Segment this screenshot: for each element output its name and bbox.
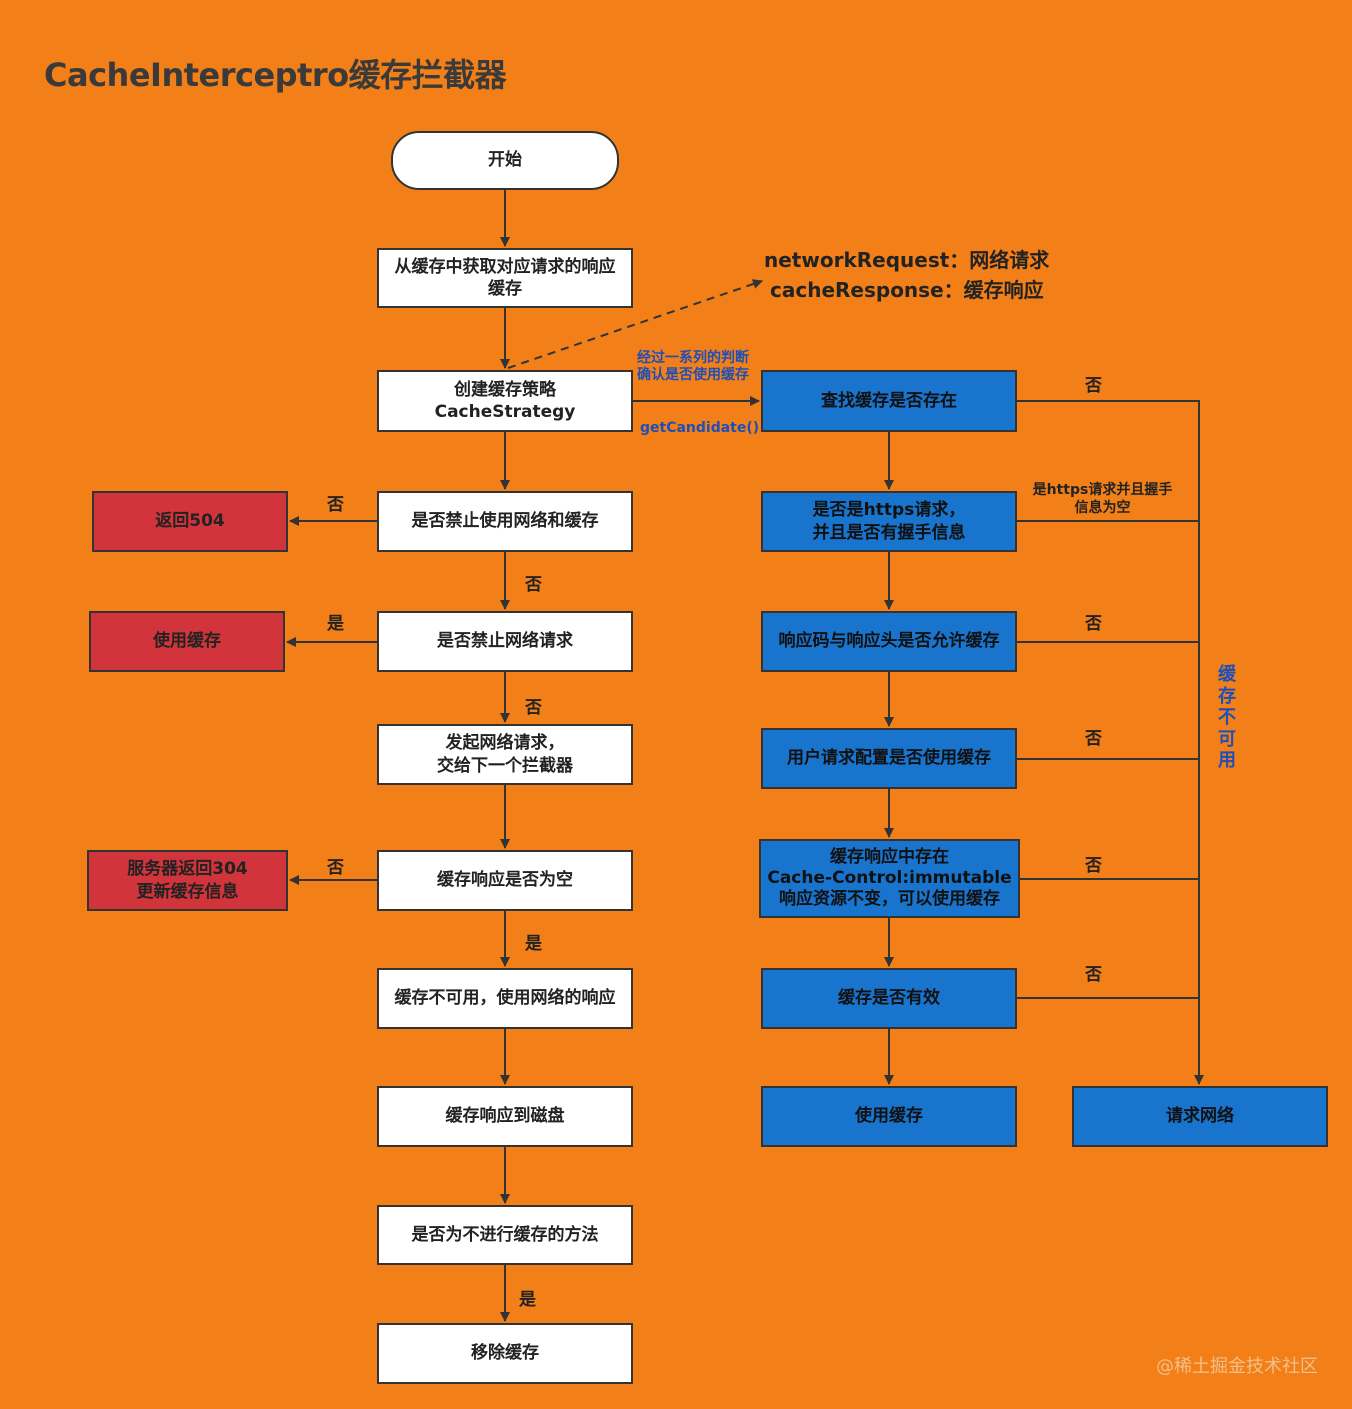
https-note: 是https请求并且握手 信息为空 bbox=[1032, 482, 1173, 516]
get-candidate-label: getCandidate() bbox=[640, 420, 760, 436]
https-check-node: 是否是https请求， 并且是否有握手信息 bbox=[761, 491, 1017, 552]
return-504-node: 返回504 bbox=[92, 491, 288, 552]
request-network-node: 请求网络 bbox=[1072, 1086, 1328, 1147]
edge-label-no: 否 bbox=[1085, 614, 1102, 634]
cache-unavailable-vertical-label: 缓存不可用 bbox=[1218, 664, 1236, 772]
remove-cache-node: 移除缓存 bbox=[377, 1323, 633, 1384]
edge-label-no: 否 bbox=[327, 858, 344, 878]
server-304-node: 服务器返回304 更新缓存信息 bbox=[87, 850, 288, 911]
find-cache-node: 查找缓存是否存在 bbox=[761, 370, 1017, 432]
note-network-request: networkRequest：网络请求 bbox=[764, 248, 1050, 272]
forbid-net-cache-node: 是否禁止使用网络和缓存 bbox=[377, 491, 633, 552]
note-cache-response: cacheResponse：缓存响应 bbox=[770, 278, 1044, 302]
user-config-node: 用户请求配置是否使用缓存 bbox=[761, 728, 1017, 789]
watermark: @稀土掘金技术社区 bbox=[1156, 1356, 1318, 1377]
start-node: 开始 bbox=[391, 131, 619, 190]
line-find-no bbox=[1016, 400, 1204, 1085]
dashed-note-pointer bbox=[507, 279, 763, 369]
use-cache-right-node: 使用缓存 bbox=[761, 1086, 1017, 1147]
edge-label-yes: 是 bbox=[327, 614, 344, 634]
edge-label-no: 否 bbox=[1085, 965, 1102, 985]
immutable-node: 缓存响应中存在 Cache-Control:immutable 响应资源不变，可… bbox=[759, 839, 1020, 918]
no-cache-method-node: 是否为不进行缓存的方法 bbox=[377, 1205, 633, 1265]
edge-label-no: 否 bbox=[525, 575, 542, 595]
edge-label-no: 否 bbox=[1085, 856, 1102, 876]
send-request-node: 发起网络请求， 交给下一个拦截器 bbox=[377, 724, 633, 785]
diagram-title: CacheInterceptro缓存拦截器 bbox=[44, 56, 507, 94]
edge-label-no: 否 bbox=[1085, 729, 1102, 749]
cache-unavailable-node: 缓存不可用，使用网络的响应 bbox=[377, 968, 633, 1029]
edge-label-yes: 是 bbox=[519, 1290, 536, 1310]
use-cache-left-node: 使用缓存 bbox=[89, 611, 285, 672]
forbid-net-node: 是否禁止网络请求 bbox=[377, 611, 633, 672]
response-empty-node: 缓存响应是否为空 bbox=[377, 850, 633, 911]
edge-label-no: 否 bbox=[327, 495, 344, 515]
judge-note: 经过一系列的判断 确认是否使用缓存 bbox=[637, 350, 749, 383]
create-strategy-node: 创建缓存策略 CacheStrategy bbox=[377, 370, 633, 432]
code-header-node: 响应码与响应头是否允许缓存 bbox=[761, 611, 1017, 672]
edge-label-yes: 是 bbox=[525, 934, 542, 954]
edge-label-no: 否 bbox=[525, 698, 542, 718]
cache-valid-node: 缓存是否有效 bbox=[761, 968, 1017, 1029]
edge-label-no: 否 bbox=[1085, 376, 1102, 396]
get-cache-node: 从缓存中获取对应请求的响应 缓存 bbox=[377, 248, 633, 308]
cache-to-disk-node: 缓存响应到磁盘 bbox=[377, 1086, 633, 1147]
